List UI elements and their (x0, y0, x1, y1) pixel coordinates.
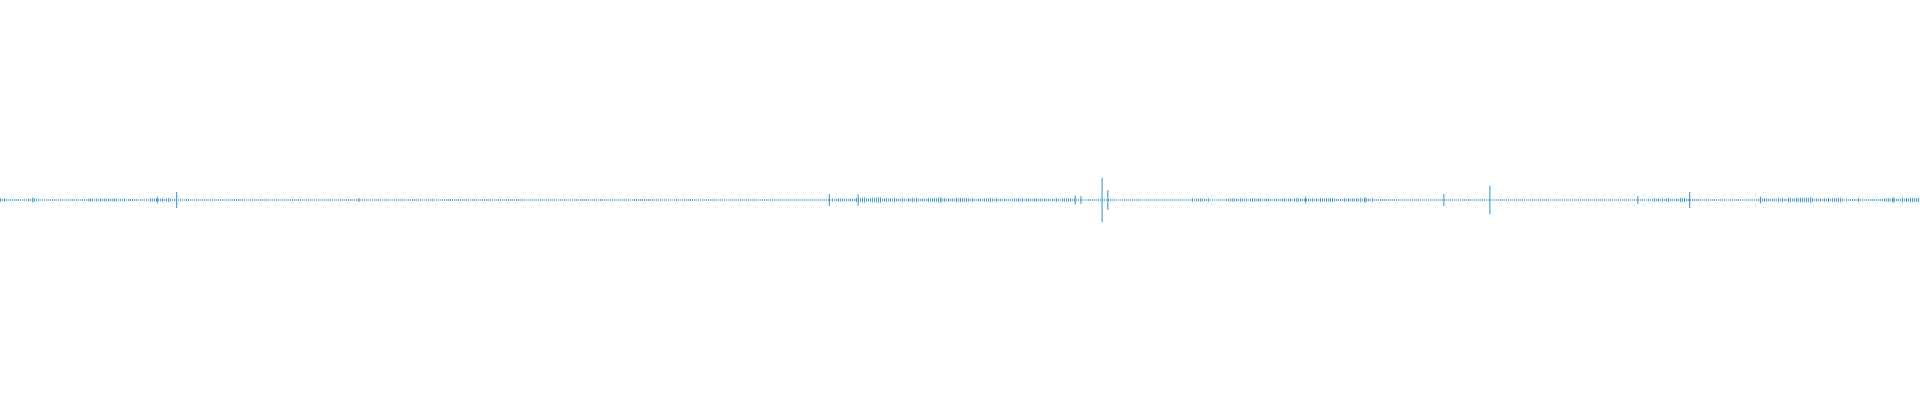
waveform-spikes (31, 178, 1894, 222)
waveform-bars (0, 197, 1919, 203)
